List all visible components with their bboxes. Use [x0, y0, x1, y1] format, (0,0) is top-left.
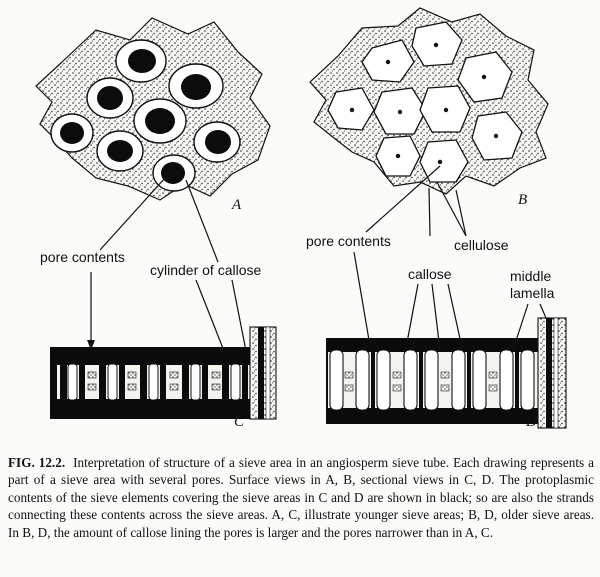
label-b-lamella: lamella [510, 285, 555, 301]
sieve-area-figure [35, 7, 567, 429]
panel-letter-c: C [234, 414, 245, 430]
label-b-pore-contents: pore contents [306, 233, 391, 249]
panel-c-pores [60, 363, 248, 401]
label-b-callose: callose [408, 266, 452, 282]
figure-caption: FIG. 12.2. Interpretation of structure o… [8, 454, 594, 541]
label-b-middle: middle [510, 268, 552, 284]
panel-a-pores [50, 39, 241, 192]
figure-number: FIG. 12.2. [8, 455, 66, 470]
panel-letter-a: A [232, 197, 242, 213]
panel-letter-b: B [518, 192, 528, 208]
panel-b-pores [327, 21, 523, 183]
leader-lines [87, 165, 553, 357]
caption-text: Interpretation of structure of a sieve a… [8, 455, 595, 540]
panel-c-sectional-view [50, 326, 277, 420]
label-a-pore-contents: pore contents [40, 249, 125, 265]
panel-d-sectional-view [326, 317, 567, 429]
label-b-cellulose: cellulose [454, 237, 509, 253]
panel-a-surface-view [35, 17, 271, 201]
label-a-cylinder-of-callose: cylinder of callose [150, 262, 262, 278]
panel-b-surface-view [309, 7, 549, 195]
panel-letter-d: D [526, 414, 537, 430]
panel-d-pores [329, 349, 535, 411]
